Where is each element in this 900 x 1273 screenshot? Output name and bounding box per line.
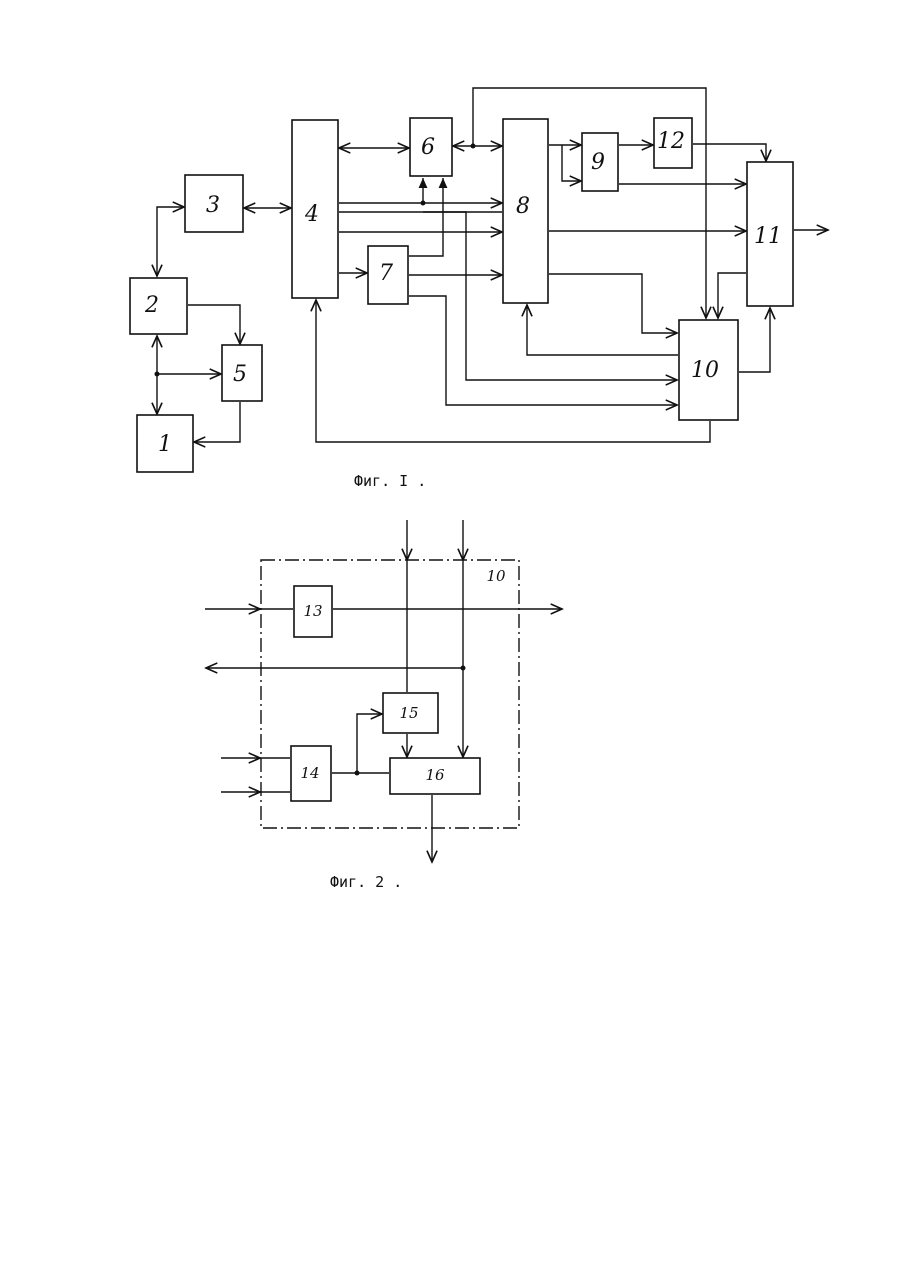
- svg-text:6: 6: [421, 135, 435, 160]
- figure-1: 1 2 3 4 5 6 7 8: [130, 88, 828, 490]
- figure-1-caption: Фиг. I .: [354, 472, 426, 490]
- block-13: 13: [294, 586, 332, 637]
- svg-text:7: 7: [379, 261, 393, 286]
- svg-text:11: 11: [754, 224, 782, 249]
- block-11: 11: [747, 162, 793, 306]
- frame-label: 10: [486, 567, 506, 585]
- svg-text:8: 8: [516, 194, 530, 219]
- block-8: 8: [503, 119, 548, 303]
- fig2-connections: [205, 520, 562, 862]
- svg-text:10: 10: [691, 358, 719, 383]
- fig1-connections: [155, 88, 829, 442]
- block-10: 10: [679, 320, 738, 420]
- svg-text:5: 5: [233, 362, 247, 387]
- figure-2-caption: Фиг. 2 .: [330, 873, 402, 891]
- svg-text:1: 1: [158, 432, 172, 457]
- svg-text:12: 12: [657, 129, 685, 154]
- svg-text:2: 2: [144, 293, 159, 318]
- figure-2: 10 13 14 15 16: [205, 520, 562, 891]
- svg-text:9: 9: [591, 150, 605, 175]
- block-6: 6: [410, 118, 452, 176]
- block-2: 2: [130, 278, 187, 334]
- block-15: 15: [383, 693, 438, 733]
- block-4: 4: [292, 120, 338, 298]
- block-12: 12: [654, 118, 692, 168]
- svg-text:13: 13: [303, 602, 322, 620]
- block-14: 14: [291, 746, 331, 801]
- block-5: 5: [222, 345, 262, 401]
- block-3: 3: [185, 175, 243, 232]
- block-1: 1: [137, 415, 193, 472]
- svg-text:14: 14: [300, 764, 319, 782]
- svg-text:4: 4: [304, 202, 319, 227]
- block-7: 7: [368, 246, 408, 304]
- svg-text:15: 15: [399, 704, 418, 722]
- block-16: 16: [390, 758, 480, 794]
- svg-text:16: 16: [425, 766, 445, 784]
- block-9: 9: [582, 133, 618, 191]
- svg-text:3: 3: [206, 193, 220, 218]
